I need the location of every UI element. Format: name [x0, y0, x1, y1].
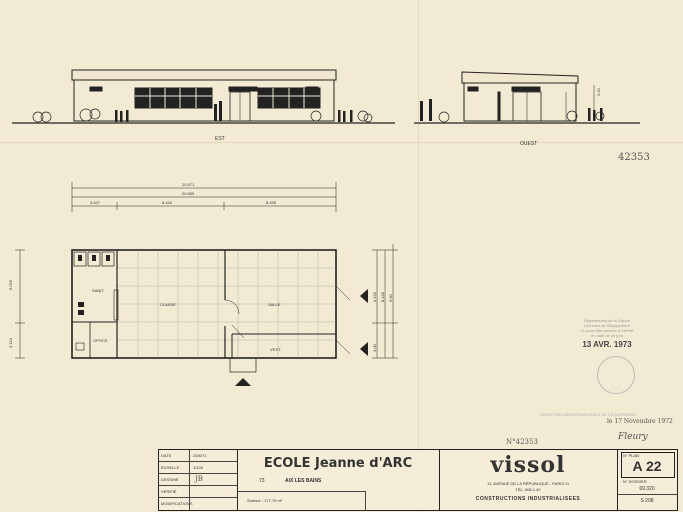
- tb-brand-column: vissol 11, AVENUE DE LA RÉPUBLIQUE - PAR…: [439, 450, 618, 510]
- room-label-sanitary: SANIT.: [92, 288, 105, 293]
- project-city: AIX LES BAINS: [285, 478, 322, 484]
- height-dim-value: 3.20: [596, 88, 601, 96]
- plan-number: A 22: [632, 458, 662, 474]
- east-elevation: [12, 69, 395, 124]
- room-label-classroom-2: SALLE: [268, 302, 281, 307]
- west-elevation: [414, 71, 640, 124]
- plan-number-label: N° PLAN: [623, 453, 640, 458]
- title-block: DATE ÉCHELLE DESSINÉ VÉRIFIÉ MODIFICATIO…: [158, 449, 678, 511]
- tb-date-value: 20/6/71: [193, 453, 207, 458]
- project-surface: Surface : 177,79 m²: [247, 498, 283, 503]
- tb-number-column: N° PLAN A 22 N° DOSSIER 69.320 S 208: [617, 450, 677, 510]
- dim-b: 8.440: [162, 200, 173, 205]
- dossier-number: 69.320: [639, 486, 655, 492]
- dim-right-1: 6.120: [372, 291, 377, 302]
- entrance-arrow-east-1: [360, 289, 368, 303]
- entrance-arrow-south: [235, 378, 251, 386]
- tb-scale-value: 1/100: [193, 465, 204, 470]
- window-band-left: [134, 87, 213, 109]
- room-label-office: OFFICE: [93, 338, 108, 343]
- trees-east: [32, 108, 373, 123]
- dim-left-bottom: 3.114: [8, 338, 13, 348]
- dim-a: 3.627: [90, 200, 101, 205]
- tb-modifications-label: MODIFICATIONS: [161, 501, 193, 506]
- floor-grid: [117, 250, 336, 358]
- approval-date: 13 AVR. 1973: [582, 340, 632, 349]
- small-window-east: [89, 86, 103, 92]
- approval-line: Vu pour être annexé à l'arrêté: [580, 328, 634, 333]
- dossier-label: N° DOSSIER: [623, 479, 647, 484]
- project-dept: 73: [259, 478, 265, 484]
- approval-line: en date de ce jour: [590, 333, 624, 338]
- room-label-vestibule: VEST.: [270, 347, 282, 352]
- roof-band-east: [71, 69, 337, 81]
- tb-date-label: DATE: [161, 453, 172, 458]
- dim-right-bottom: 3.00: [372, 344, 377, 352]
- brand-subtitle: CONSTRUCTIONS INDUSTRIALISEES: [475, 496, 581, 502]
- tb-drawn-label: DESSINÉ: [161, 477, 179, 482]
- floor-plan: [15, 182, 398, 386]
- project-title: ECOLE Jeanne d'ARC: [263, 456, 413, 471]
- roof-west: [461, 71, 579, 84]
- dim-right-2: 8.140: [380, 291, 385, 302]
- east-elevation-label: EST: [215, 136, 225, 142]
- dim-right-3: 9.90: [388, 294, 393, 302]
- round-seal: [597, 356, 635, 394]
- entrance-arrow-east-2: [360, 342, 368, 356]
- archive-number: 42353: [618, 152, 650, 163]
- west-elevation-label: OUEST: [520, 141, 538, 147]
- dim-overall-inner: 20.559: [182, 191, 195, 196]
- tb-meta-column: DATE ÉCHELLE DESSINÉ VÉRIFIÉ MODIFICATIO…: [159, 450, 238, 510]
- dim-left-top: 6.025: [8, 279, 13, 290]
- approval-line: Direction de l'Équipement: [584, 323, 630, 328]
- fold-line-horizontal: [0, 142, 683, 143]
- faded-stamp: DIRECTION DÉPARTEMENTALE DE L'ÉQUIPEMENT: [540, 412, 638, 417]
- signature: Fleury: [618, 432, 648, 442]
- sheet-code: S 208: [640, 498, 654, 504]
- dim-overall-outer: 20.571: [182, 182, 195, 187]
- room-label-classroom-1: CLASSE: [160, 302, 176, 307]
- approval-stamp: Département de la Savoie Direction de l'…: [578, 318, 636, 354]
- fold-line-vertical: [418, 0, 419, 512]
- archive-stamp-number: N°42353: [506, 438, 538, 446]
- tb-project-column: ECOLE Jeanne d'ARC 73 AIX LES BAINS Surf…: [237, 450, 440, 511]
- tb-drawn-value: JB: [195, 475, 203, 483]
- approval-line: Département de la Savoie: [583, 318, 631, 323]
- dim-c: 8.495: [266, 200, 277, 205]
- signature-date: le 17 Novembre 1972: [607, 418, 673, 425]
- brand-address: 11, AVENUE DE LA RÉPUBLIQUE - PARIS XI: [487, 481, 569, 486]
- tb-checked-label: VÉRIFIÉ: [161, 489, 177, 494]
- tb-scale-label: ÉCHELLE: [161, 465, 180, 470]
- brand-tel: TÉL. 806.1.40: [515, 487, 541, 492]
- people-west: [420, 99, 603, 121]
- people-east: [115, 101, 353, 122]
- brand-logo: vissol: [490, 452, 566, 478]
